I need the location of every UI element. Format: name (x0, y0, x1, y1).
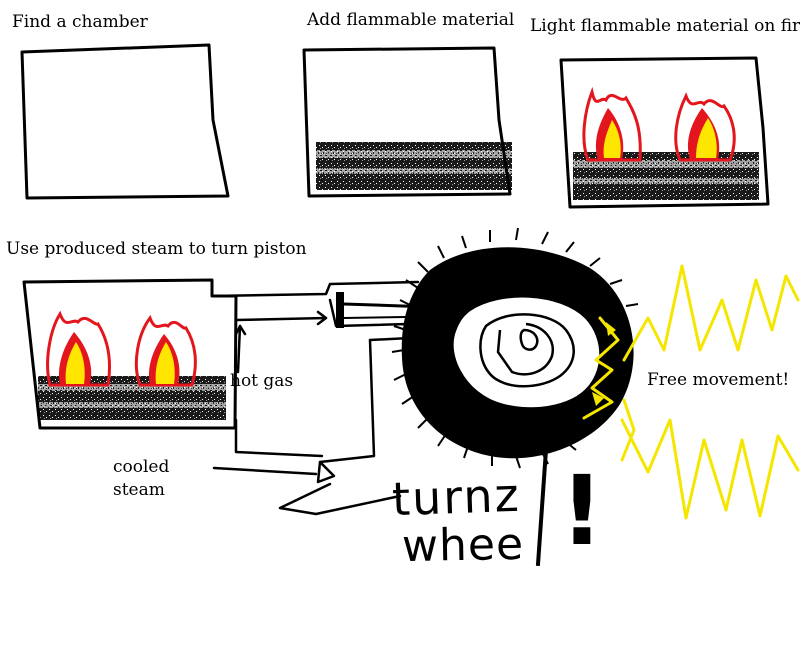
steam-label: steam (113, 480, 165, 500)
free-movement-label: Free movement! (647, 370, 790, 390)
flame-icon (46, 310, 112, 387)
exclamation-mark: ! (560, 455, 604, 567)
flame-icon (674, 92, 736, 162)
steam-chamber (22, 278, 238, 430)
wheel (391, 227, 639, 469)
chamber-empty (20, 43, 230, 200)
step3-title: Light flammable material on fire (530, 16, 800, 36)
step1-title: Find a chamber (12, 12, 148, 32)
chamber-on-fire (559, 56, 770, 209)
turn-wheel-text-line2: whee (401, 518, 525, 573)
flame-icon (582, 86, 642, 162)
cooled-label: cooled (113, 457, 170, 477)
turn-wheel-text-line1: turnz (391, 467, 522, 527)
spark-lightning (582, 264, 800, 520)
flame-icon (134, 314, 197, 387)
chamber-with-material (302, 46, 512, 198)
step4-title: Use produced steam to turn piston (6, 239, 307, 259)
hot-gas-label: hot gas (230, 371, 294, 391)
step2-title: Add flammable material (307, 10, 515, 30)
